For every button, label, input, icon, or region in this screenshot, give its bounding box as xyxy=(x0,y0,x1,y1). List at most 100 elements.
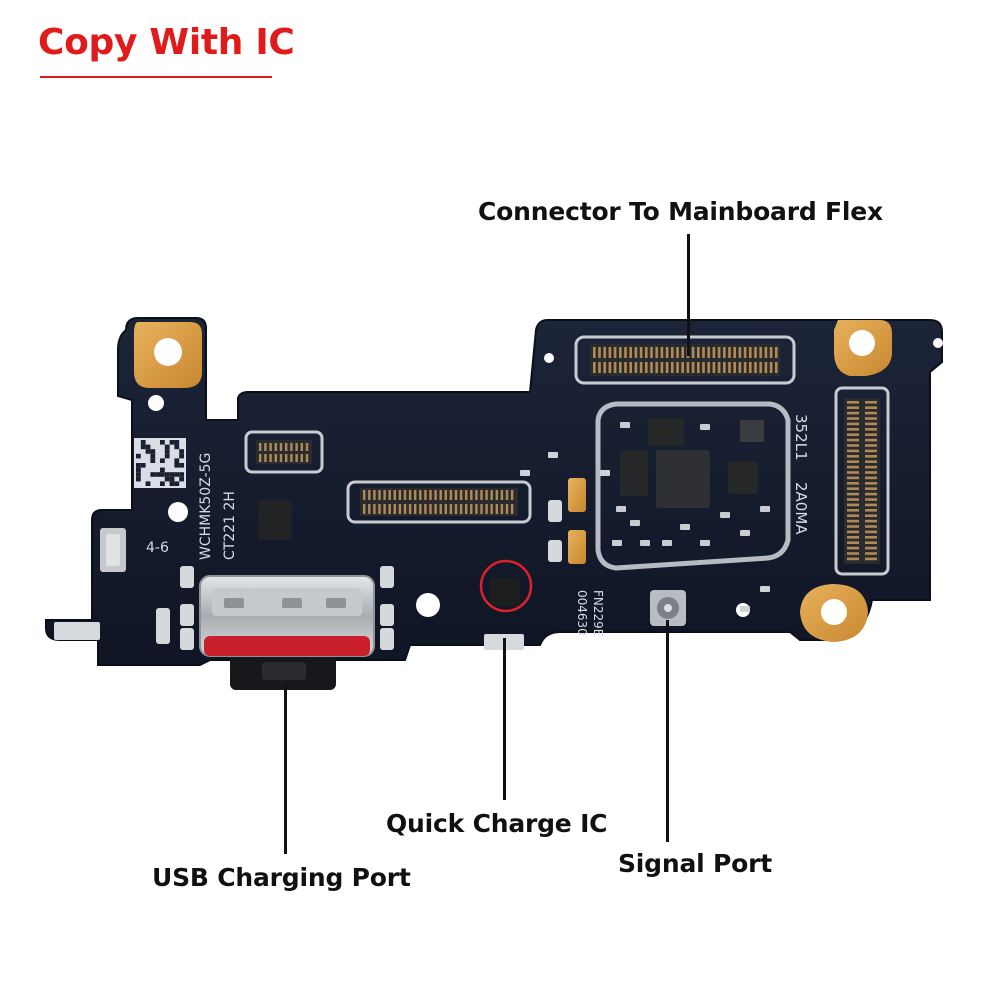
connector-pin xyxy=(613,347,617,358)
connector-pin xyxy=(373,490,376,500)
qr-module xyxy=(145,481,151,486)
qr-module xyxy=(160,458,165,463)
qr-module xyxy=(136,476,141,482)
connector-pin xyxy=(759,347,762,358)
smd-pad xyxy=(380,566,394,588)
pad xyxy=(54,622,100,640)
connector-pin xyxy=(847,455,859,458)
connector-pin xyxy=(865,519,877,523)
connector-pin xyxy=(865,417,877,420)
connector-pin xyxy=(645,347,648,358)
component xyxy=(106,534,120,566)
connector-pin xyxy=(378,504,381,514)
qr-module xyxy=(145,449,151,454)
qr-module xyxy=(150,458,156,463)
connector-pin xyxy=(505,504,509,514)
silkscreen-code-a: 352L1 xyxy=(792,414,810,461)
quick-charge-ic-highlight xyxy=(479,559,533,613)
smd-pad xyxy=(156,622,170,644)
smd-pad xyxy=(380,628,394,650)
smd-component xyxy=(700,540,710,546)
connector-pin xyxy=(865,557,877,561)
connector-pin xyxy=(697,347,700,358)
connector-pin xyxy=(847,401,859,404)
connector-pin xyxy=(269,443,272,451)
qr-module xyxy=(174,440,180,445)
connector-pin xyxy=(681,347,684,358)
callout-usb-port: USB Charging Port xyxy=(152,863,411,892)
connector-pin xyxy=(393,490,396,500)
connector-pin xyxy=(485,504,488,514)
connector-pin xyxy=(681,362,684,373)
connector-pin xyxy=(847,417,859,420)
smd-component xyxy=(700,424,710,430)
page-title: Copy With IC xyxy=(38,22,295,63)
chip xyxy=(258,500,292,540)
qr-module xyxy=(140,463,146,468)
qr-code xyxy=(134,438,186,488)
side-connector xyxy=(834,386,890,576)
connector-pin xyxy=(865,541,877,544)
connector-pin xyxy=(865,455,877,458)
connector-pin xyxy=(743,362,747,373)
connector-pin xyxy=(470,504,473,514)
connector-pin xyxy=(865,536,877,539)
connector-pin xyxy=(749,347,752,358)
connector-pin xyxy=(865,465,877,469)
connector-pin xyxy=(865,433,877,436)
connector-pin xyxy=(495,490,498,500)
silkscreen-code-c: FN229E xyxy=(591,590,605,636)
connector-pin xyxy=(847,541,859,544)
via-hole xyxy=(544,353,554,363)
qr-module xyxy=(150,472,156,477)
callout-quick-charge-ic: Quick Charge IC xyxy=(386,809,608,838)
connector-pin xyxy=(500,504,504,514)
connector-pin xyxy=(847,482,859,485)
connector-pin xyxy=(459,490,463,500)
connector-pin xyxy=(847,498,859,501)
connector-pin xyxy=(847,487,859,490)
connector-pin xyxy=(671,347,674,358)
connector-pin xyxy=(598,347,601,358)
connector-pin xyxy=(686,362,690,373)
connector-pin xyxy=(434,504,437,514)
connector-pin xyxy=(847,460,859,463)
connector-pin xyxy=(865,422,877,426)
connector-pin xyxy=(671,362,674,373)
connector-pin xyxy=(629,347,632,358)
connector-pin xyxy=(419,504,422,514)
leader-line-signal xyxy=(666,620,669,842)
qr-module xyxy=(150,449,156,454)
connector-pin xyxy=(383,490,386,500)
connector-pin xyxy=(645,362,648,373)
via-hole xyxy=(168,502,188,522)
connector-pin xyxy=(712,347,716,358)
mount-hole-right-bottom xyxy=(800,584,868,642)
connector-pin xyxy=(865,428,877,431)
connector-pin xyxy=(495,504,498,514)
qr-module xyxy=(164,444,170,450)
qr-module xyxy=(174,481,180,486)
connector-pin xyxy=(383,504,386,514)
smd-pad xyxy=(548,540,562,562)
connector-pin xyxy=(269,454,272,462)
connector-pin xyxy=(847,514,859,517)
connector-pin xyxy=(454,490,458,500)
connector-pin xyxy=(480,504,483,514)
connector-pin xyxy=(769,347,773,358)
connector-pin xyxy=(702,362,705,373)
connector-pin xyxy=(847,557,859,561)
connector-pin xyxy=(429,490,432,500)
connector-pin xyxy=(363,490,366,500)
connector-pin xyxy=(723,347,726,358)
connector-pin xyxy=(290,443,293,451)
connector-pin xyxy=(424,490,427,500)
qr-module xyxy=(179,463,184,468)
connector-pin xyxy=(639,347,643,358)
smd-component xyxy=(612,540,622,546)
connector-pin xyxy=(285,443,288,451)
qr-module xyxy=(136,472,141,477)
usb-c-port xyxy=(199,575,375,690)
mount-hole-right-top xyxy=(834,320,892,376)
